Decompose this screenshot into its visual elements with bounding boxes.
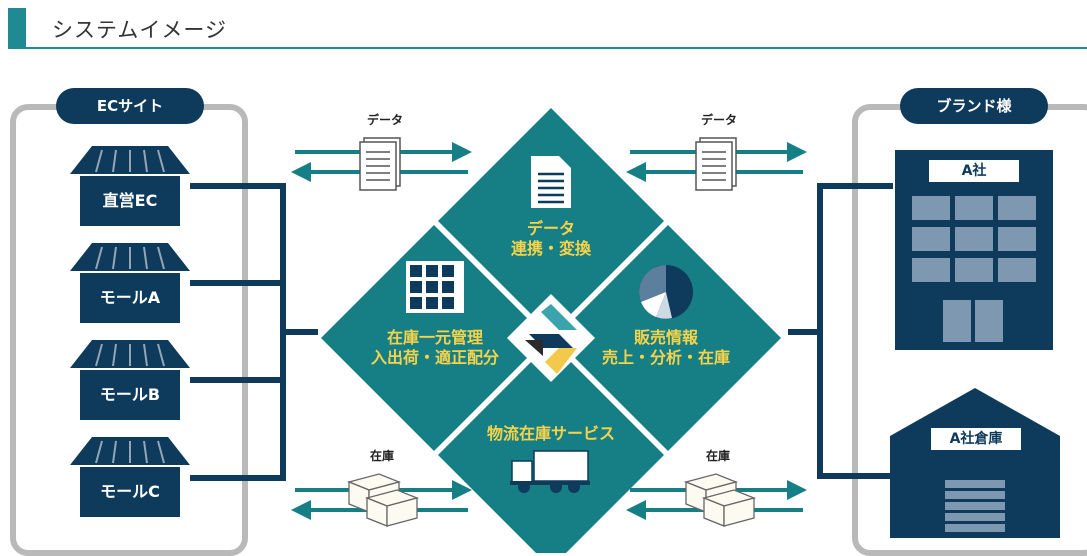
roof-icon xyxy=(70,243,190,271)
tile-data-title: データ 連携・変換 xyxy=(510,219,591,258)
ec-site-label: ECサイト xyxy=(56,88,204,124)
shop-mall-a: モールA xyxy=(70,243,190,331)
stock-flow-label-left: 在庫 xyxy=(369,449,394,463)
roof-icon xyxy=(70,340,190,368)
warehouse-label: A社倉庫 xyxy=(931,428,1021,450)
warehouse-shelves-icon xyxy=(406,261,464,313)
truck-icon xyxy=(510,450,590,493)
shop-label: モールB xyxy=(80,370,180,420)
roof-icon xyxy=(70,146,190,174)
pie-chart-icon xyxy=(639,265,693,319)
page-header: システムイメージ xyxy=(8,8,1087,49)
office-building: A社 xyxy=(895,150,1053,350)
shop-mall-b: モールB xyxy=(70,340,190,428)
box-icon xyxy=(683,473,757,527)
tile-sales-title: 販売情報 売上・分析・在庫 xyxy=(601,328,730,367)
shop-label: モールA xyxy=(80,273,180,323)
shop-direct-ec: 直営EC xyxy=(70,146,190,234)
page-title: システムイメージ xyxy=(52,18,227,42)
shop-label: 直営EC xyxy=(80,176,180,226)
office-windows-icon xyxy=(912,196,1036,342)
box-icon xyxy=(346,473,420,527)
warehouse-icon xyxy=(890,388,1060,538)
tile-inventory-title: 在庫一元管理 入出荷・適正配分 xyxy=(370,328,499,367)
shop-label: モールC xyxy=(80,467,180,517)
roof-icon xyxy=(70,437,190,465)
tile-logistics-title: 物流在庫サービス xyxy=(486,424,615,443)
brand-label: ブランド様 xyxy=(900,88,1048,124)
stock-flow-label-right: 在庫 xyxy=(705,449,730,463)
logo-icon xyxy=(507,294,595,382)
document-icon xyxy=(695,137,737,191)
data-flow-label-left: データ xyxy=(366,113,403,127)
office-label: A社 xyxy=(929,160,1019,182)
header-accent-bar xyxy=(8,8,26,48)
document-icon xyxy=(359,137,401,191)
header-underline xyxy=(8,47,1087,49)
data-flow-label-right: データ xyxy=(700,113,737,127)
document-icon xyxy=(531,156,571,208)
shop-mall-c: モールC xyxy=(70,437,190,525)
